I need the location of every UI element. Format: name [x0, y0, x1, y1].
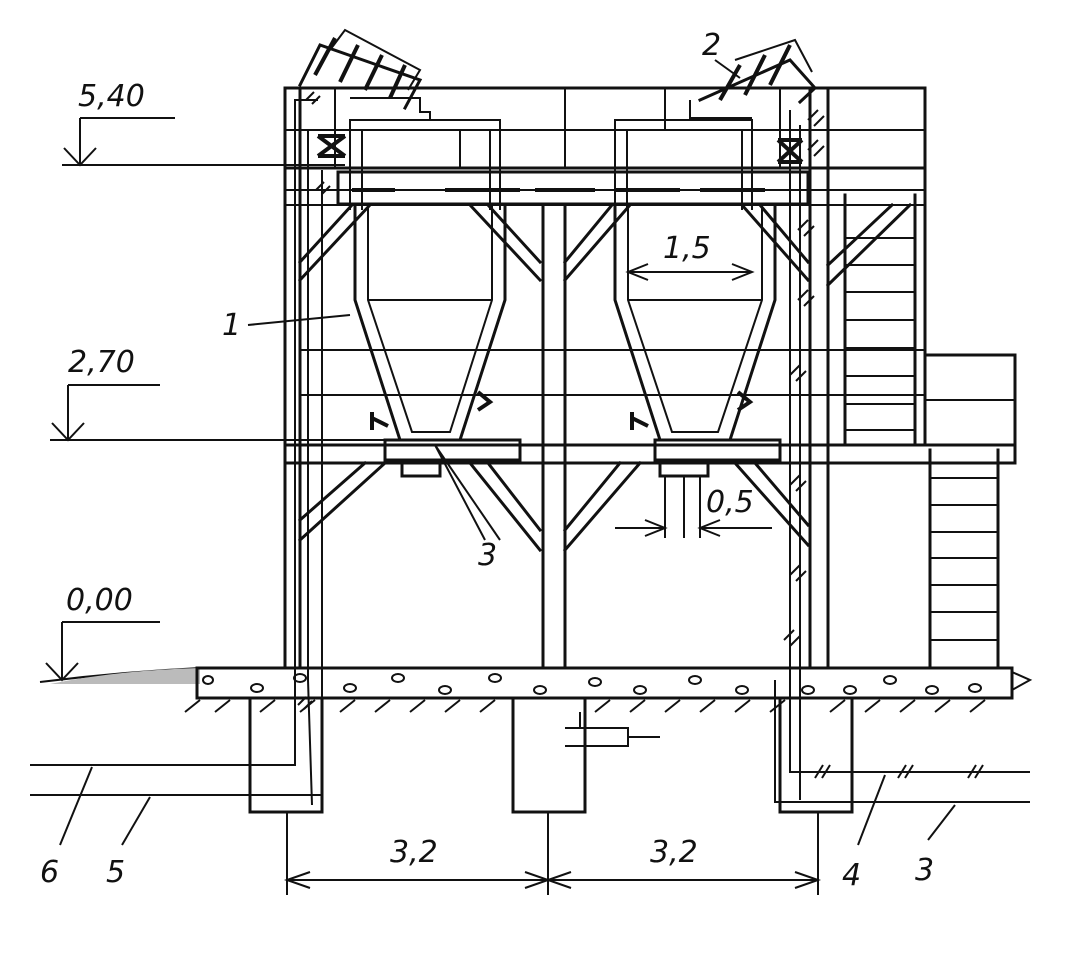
braces [297, 202, 913, 553]
ground-hatching [184, 699, 986, 713]
pipe-marks [297, 91, 984, 779]
foundation-footings [248, 696, 854, 814]
filter-right [689, 38, 818, 119]
dimension-spans: 3,2 3,2 [283, 812, 822, 895]
outlet-chute [434, 444, 501, 541]
dimension-hopper-width: 1,5 [625, 231, 755, 281]
callout-label-5: 5 [106, 855, 125, 890]
elevation-label-ground: 0,00 [66, 583, 133, 618]
elevation-marker-top: 5,40 [62, 79, 345, 167]
dimension-label-span-right: 3,2 [650, 835, 698, 870]
callout-label-6: 6 [40, 855, 59, 890]
elevation-marker-mid: 2,70 [50, 345, 385, 442]
dimension-label-outlet-width: 0,5 [706, 485, 754, 520]
hopper-left [353, 203, 507, 442]
dimension-outlet-width: 0,5 [615, 485, 772, 537]
callout-label-2: 2 [702, 28, 721, 63]
callout-label-4: 4 [842, 858, 861, 893]
callout-3-pipe: 3 [915, 804, 956, 888]
callout-label-1: 1 [222, 308, 241, 343]
dimension-label-span-left: 3,2 [390, 835, 438, 870]
elevation-label-top: 5,40 [78, 79, 145, 114]
callout-4: 4 [842, 774, 886, 893]
dimension-label-hopper-width: 1,5 [663, 231, 711, 266]
elevation-label-mid: 2,70 [68, 345, 135, 380]
callout-label-3-hopper: 3 [478, 538, 497, 573]
callout-2: 2 [702, 28, 741, 79]
stairs-upper [843, 193, 917, 447]
callout-label-3-pipe: 3 [915, 853, 934, 888]
stairs-lower [928, 448, 1000, 670]
pipeline-right [774, 110, 1030, 803]
callout-3-hopper: 3 [434, 444, 497, 573]
ground-slab [39, 666, 1033, 713]
feed-pipes [349, 119, 753, 210]
valves [316, 134, 804, 164]
filter-left [297, 28, 431, 120]
callout-5: 5 [106, 796, 151, 890]
callout-1: 1 [222, 308, 351, 343]
callout-6: 6 [40, 766, 93, 890]
elevation-marker-ground: 0,00 [45, 583, 160, 682]
columns [283, 86, 830, 670]
mid-platform [283, 349, 1017, 538]
